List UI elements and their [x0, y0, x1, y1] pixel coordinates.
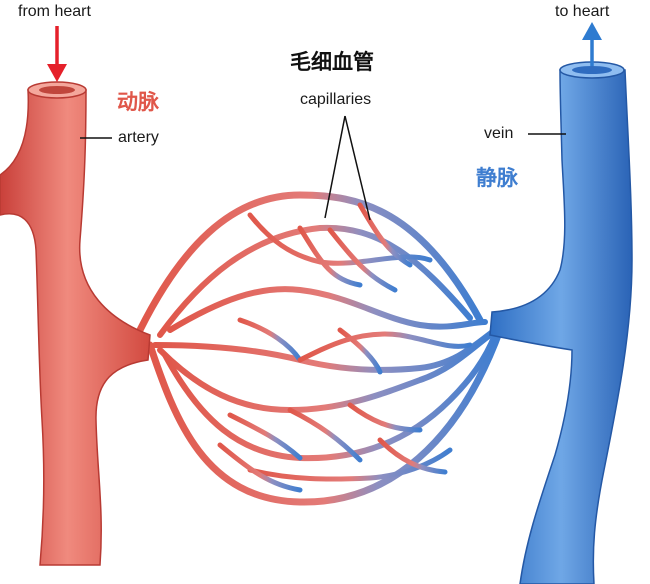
capillary-network: [136, 191, 504, 506]
vein-cn-label: 静脉: [476, 166, 518, 190]
capillary: [146, 326, 504, 506]
capillary: [167, 286, 488, 333]
from-heart-label: from heart: [18, 3, 91, 20]
vein-vessel: [489, 61, 633, 584]
artery-cn-label: 动脉: [117, 90, 159, 114]
capillary: [347, 402, 423, 433]
capillaries-leader-left: [324, 115, 346, 219]
capillaries-en-label: capillaries: [300, 91, 372, 108]
capillary: [162, 332, 498, 462]
capillary: [327, 227, 398, 293]
arrow-to-heart-icon: [582, 22, 602, 66]
capillary: [152, 327, 498, 373]
capillary: [157, 224, 473, 338]
capillary: [337, 327, 383, 375]
capillaries-leader-right: [344, 115, 371, 221]
capillary: [287, 407, 363, 463]
to-heart-label: to heart: [555, 3, 610, 20]
capillary: [227, 412, 303, 461]
vein-en-label: vein: [484, 125, 514, 142]
artery-en-label: artery: [118, 129, 159, 146]
capillary: [357, 202, 413, 268]
capillary: [237, 317, 303, 363]
leader-lines: [80, 115, 566, 221]
capillary: [297, 331, 473, 363]
capillary: [377, 437, 448, 475]
capillary: [157, 332, 493, 414]
capillary: [217, 442, 303, 493]
arrow-from-heart-icon: [47, 26, 67, 82]
capillaries-cn-label: 毛细血管: [290, 50, 374, 74]
capillary: [247, 447, 453, 482]
capillary: [136, 191, 484, 334]
artery-vessel: [0, 81, 151, 566]
capillary: [297, 225, 363, 288]
